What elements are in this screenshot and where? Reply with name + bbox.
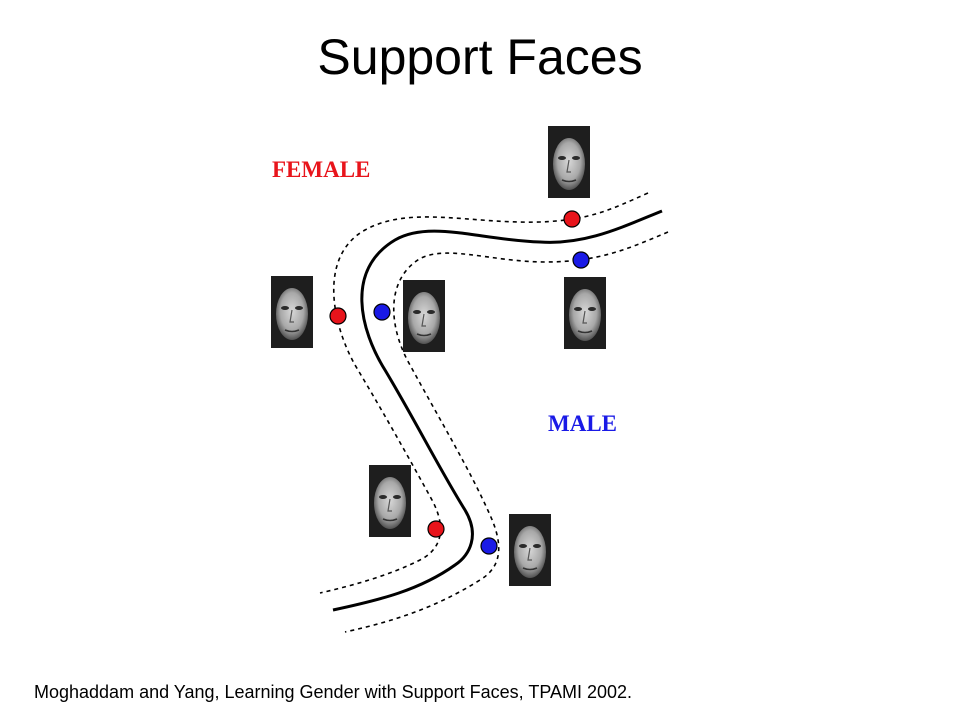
support-vector-female-top	[563, 210, 581, 228]
support-face-male-top	[563, 276, 607, 350]
support-vector-female-bottom	[427, 520, 445, 538]
support-vector-male-top	[572, 251, 590, 269]
slide-title: Support Faces	[317, 29, 643, 85]
decision-boundary-line	[332, 209, 663, 612]
male-margin-line	[344, 231, 669, 633]
support-vector-female-middle	[329, 307, 347, 325]
support-face-male-bottom	[508, 513, 552, 587]
support-face-female-middle	[270, 275, 314, 349]
support-face-female-bottom	[368, 464, 412, 538]
male-region-label: MALE	[548, 411, 617, 436]
support-face-male-middle	[402, 279, 446, 353]
citation-text: Moghaddam and Yang, Learning Gender with…	[34, 682, 633, 702]
support-face-female-top	[547, 125, 591, 199]
female-margin-line	[319, 192, 649, 594]
support-vector-male-middle	[373, 303, 391, 321]
female-region-label: FEMALE	[272, 157, 370, 182]
support-vector-male-bottom	[480, 537, 498, 555]
